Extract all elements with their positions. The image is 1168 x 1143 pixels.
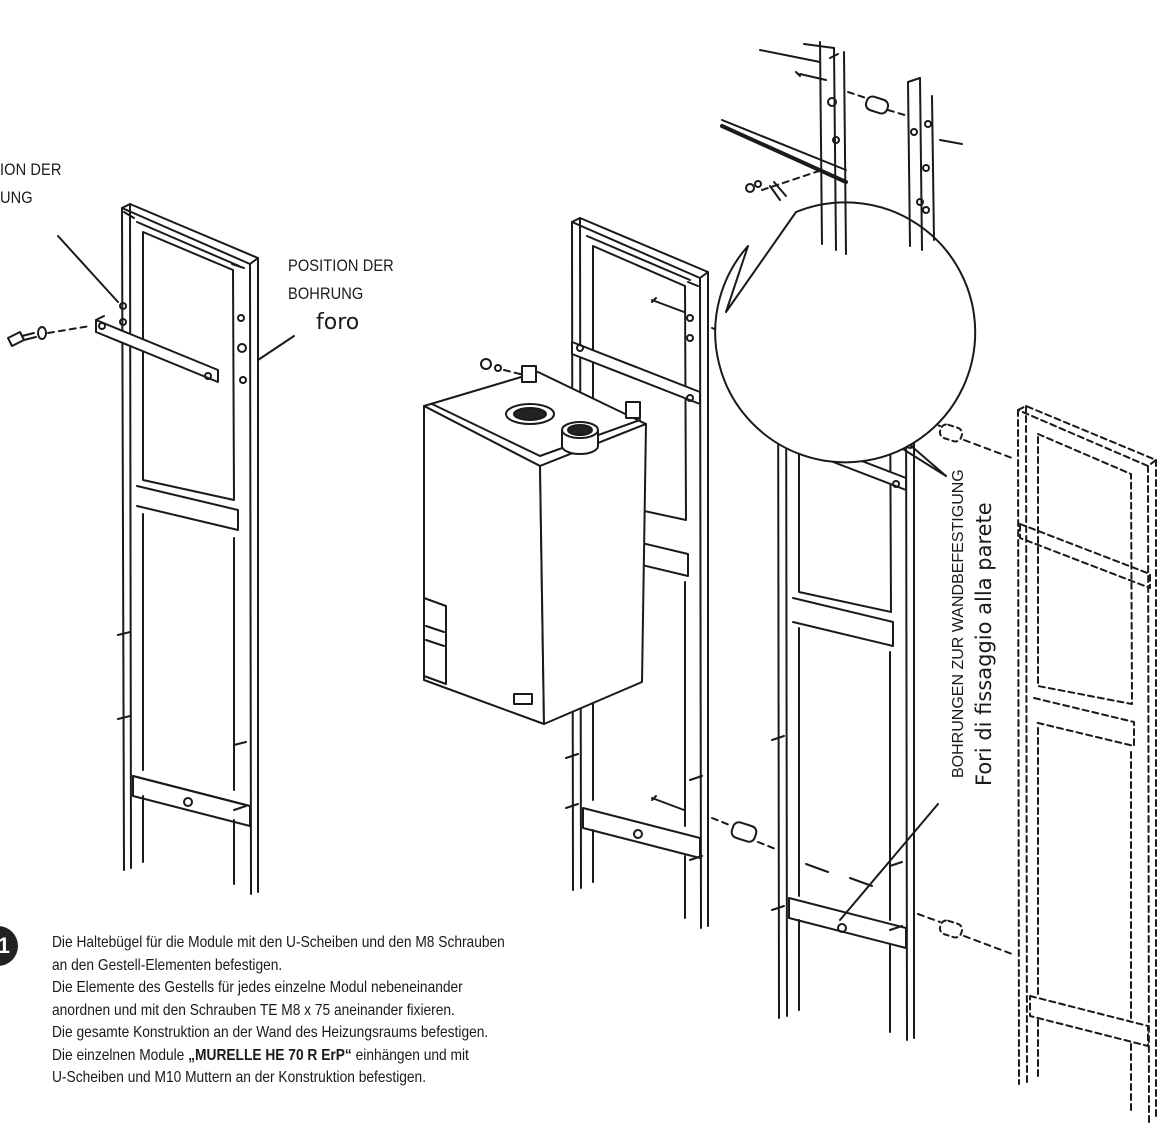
wall-fixing-holes-label: BOHRUNGEN ZUR WANDBEFESTIGUNG — [950, 469, 967, 778]
instruction-line: Die einzelnen Module „MURELLE HE 70 R Er… — [52, 1045, 654, 1068]
instruction-line: an den Gestell-Elementen befestigen. — [52, 956, 283, 974]
drill-position-label-line-2: BOHRUNG — [288, 284, 364, 303]
instruction-text-segment: Die einzelnen Module — [52, 1046, 189, 1064]
drill-position-label-left-line-2: UNG — [0, 188, 33, 207]
drill-position-label-line-1: POSITION DER — [288, 256, 394, 275]
frame-left — [7, 203, 295, 895]
boiler-module — [423, 365, 647, 725]
instruction-line: Die Haltebügel für die Module mit den U-… — [52, 934, 505, 951]
frame-dashed — [1017, 405, 1157, 1123]
instruction-line: anordnen und mit den Schrauben TE M8 x 7… — [52, 1001, 455, 1019]
instruction-line: Die gesamte Konstruktion an der Wand des… — [52, 1024, 489, 1041]
instruction-line: Die Elemente des Gestells für jedes einz… — [52, 979, 463, 996]
instruction-text: Die Haltebügel für die Module mit den U-… — [52, 932, 654, 1090]
wall-fixing-holes-label-italian: Fori di fissaggio alla parete — [972, 502, 996, 786]
model-name: „MURELLE HE 70 R ErP“ — [188, 1046, 352, 1064]
drill-position-label-left-line-1: ION DER — [0, 160, 62, 179]
drill-position-label-italian: foro — [316, 310, 360, 335]
instruction-line: U-Scheiben und M10 Muttern an der Konstr… — [52, 1069, 427, 1086]
detail-callout — [714, 41, 977, 464]
instruction-text-segment: einhängen und mit — [351, 1046, 469, 1064]
step-number-badge: 1 — [0, 926, 18, 966]
